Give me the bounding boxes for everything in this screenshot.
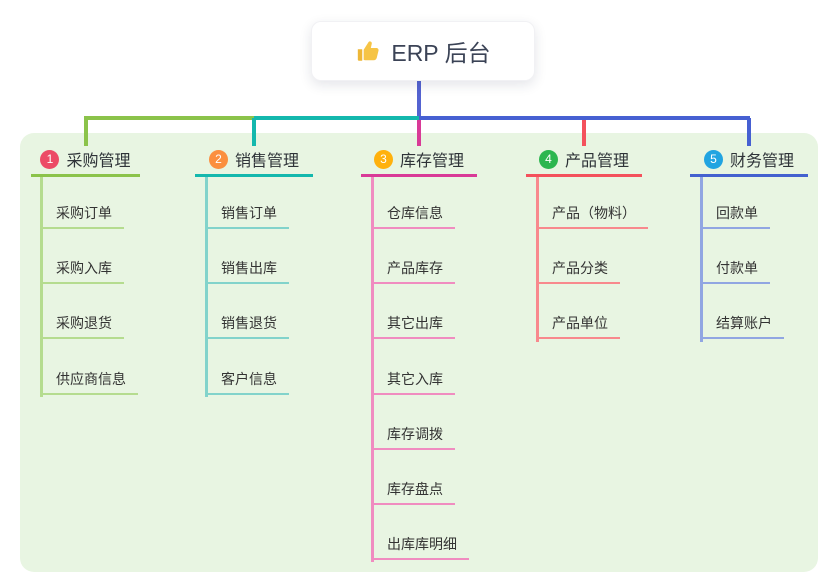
branch-label: 库存管理 (399, 153, 464, 170)
connector-branch5-horizontal (419, 116, 750, 120)
branch-label: 财务管理 (729, 153, 794, 170)
connector-branch1-horizontal (84, 116, 254, 120)
branch-node-sales[interactable]: 2 销售管理 (195, 144, 313, 177)
group-panel (20, 133, 818, 572)
child-node[interactable]: 出库库明细 (371, 532, 469, 560)
connector-branch5-drop (747, 118, 751, 146)
connector-branch1-drop (84, 118, 88, 146)
branch-node-purchase[interactable]: 1 采购管理 (31, 144, 140, 177)
connector-branch2-drop (252, 118, 256, 146)
branch1-child-spine (40, 177, 43, 397)
child-node[interactable]: 其它出库 (371, 311, 455, 339)
child-node[interactable]: 采购订单 (40, 201, 124, 229)
branch3-child-spine (371, 177, 374, 562)
branch-node-inventory[interactable]: 3 库存管理 (361, 144, 477, 177)
child-node[interactable]: 付款单 (700, 256, 770, 284)
child-node[interactable]: 销售订单 (205, 201, 289, 229)
branch-node-finance[interactable]: 5 财务管理 (690, 144, 808, 177)
child-node[interactable]: 库存调拨 (371, 422, 455, 450)
child-node[interactable]: 产品分类 (536, 256, 620, 284)
child-node[interactable]: 采购入库 (40, 256, 124, 284)
connector-branch4-drop (582, 120, 586, 146)
child-node[interactable]: 采购退货 (40, 311, 124, 339)
branch5-child-spine (700, 177, 703, 342)
branch-number-badge: 4 (538, 149, 558, 169)
branch-node-product[interactable]: 4 产品管理 (526, 144, 642, 177)
child-node[interactable]: 结算账户 (700, 311, 784, 339)
child-node[interactable]: 仓库信息 (371, 201, 455, 229)
thumbs-up-icon (355, 38, 381, 64)
connector-branch3-drop (417, 120, 421, 146)
child-node[interactable]: 供应商信息 (40, 367, 138, 395)
branch2-child-spine (205, 177, 208, 397)
child-node[interactable]: 产品（物料） (536, 201, 648, 229)
branch-label: 产品管理 (564, 153, 629, 170)
child-node[interactable]: 销售出库 (205, 256, 289, 284)
child-node[interactable]: 客户信息 (205, 367, 289, 395)
child-node[interactable]: 库存盘点 (371, 477, 455, 505)
branch-number-badge: 3 (373, 149, 393, 169)
branch-number-badge: 1 (40, 149, 60, 169)
branch-number-badge: 5 (703, 149, 723, 169)
connector-root-line (417, 79, 421, 120)
child-node[interactable]: 其它入库 (371, 367, 455, 395)
branch-number-badge: 2 (208, 149, 228, 169)
root-node-label: ERP 后台 (391, 40, 491, 66)
child-node[interactable]: 销售退货 (205, 311, 289, 339)
branch-label: 销售管理 (234, 153, 299, 170)
child-node[interactable]: 回款单 (700, 201, 770, 229)
child-node[interactable]: 产品库存 (371, 256, 455, 284)
connector-branch2-horizontal (254, 116, 419, 120)
branch-label: 采购管理 (66, 153, 131, 170)
branch4-child-spine (536, 177, 539, 342)
child-node[interactable]: 产品单位 (536, 311, 620, 339)
root-node-erp[interactable]: ERP 后台 (311, 21, 535, 81)
